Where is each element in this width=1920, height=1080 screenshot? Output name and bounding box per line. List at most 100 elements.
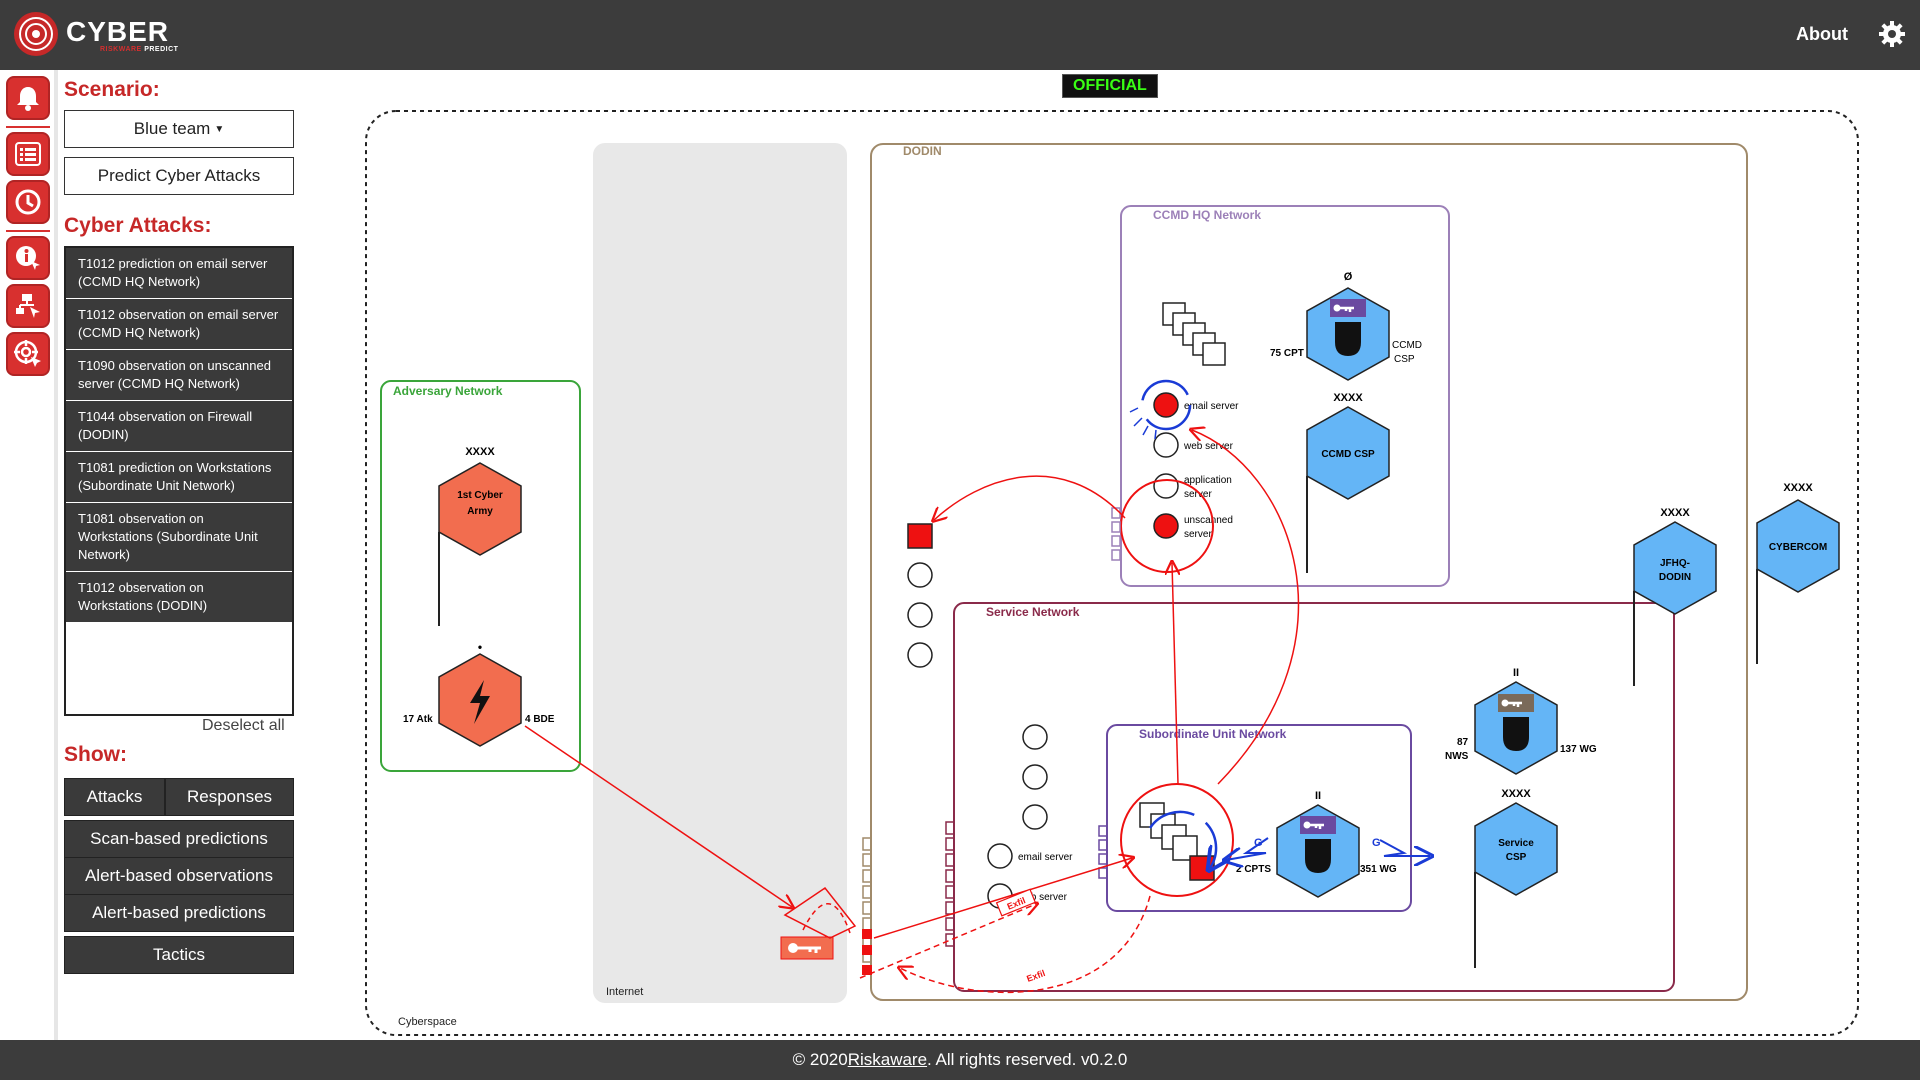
shield-icon: [1305, 839, 1331, 873]
adv-army-name-1: 1st Cyber: [457, 490, 503, 501]
attack-list-item[interactable]: T1012 prediction on email server (CCMD H…: [66, 248, 292, 299]
web-server-node[interactable]: [1153, 432, 1179, 458]
workstation-attack-ring: [1120, 783, 1234, 897]
jfhq-hexagon[interactable]: [1633, 521, 1717, 615]
adv-bde-echelon: •: [478, 640, 482, 654]
show-title: Show:: [64, 743, 127, 766]
ccmd-workstations[interactable]: [1162, 302, 1226, 366]
network-diagram[interactable]: Cyberspace Internet DODIN Adversary Netw…: [360, 108, 1860, 1038]
scenario-title: Scenario:: [64, 78, 160, 101]
key-icon: [1338, 306, 1354, 312]
application-server-label-1: application: [1184, 475, 1232, 486]
scenario-dropdown[interactable]: Blue team▼: [64, 110, 294, 148]
svc-web-server-label: web server: [1017, 892, 1068, 903]
info-button[interactable]: [6, 236, 50, 280]
cybercom-hexagon[interactable]: [1756, 499, 1840, 593]
list-button[interactable]: [6, 132, 50, 176]
show-responses-button[interactable]: Responses: [165, 778, 294, 816]
attack-list-item[interactable]: T1012 observation on email server (CCMD …: [66, 299, 292, 350]
company-link[interactable]: Riskaware: [847, 1050, 928, 1069]
exfil-arrow-ws: [900, 895, 1151, 994]
attack-arrow-ws-to-unscanned: [1172, 563, 1178, 785]
g-left-label: G: [1254, 837, 1263, 849]
gear-icon[interactable]: [1878, 20, 1906, 48]
network-button[interactable]: [6, 284, 50, 328]
dodin-server-node[interactable]: [907, 602, 933, 628]
tactics-button[interactable]: Tactics: [64, 936, 294, 974]
service-network-zone: [953, 602, 1675, 992]
exfil-arrow-service: [859, 904, 1036, 979]
adv-army-echelon: XXXX: [465, 446, 495, 458]
key-icon: [795, 946, 821, 953]
attack-list-item[interactable]: T1044 observation on Firewall (DODIN): [66, 401, 292, 452]
ccmd-hq-network-label: CCMD HQ Network: [1153, 208, 1261, 222]
ccmd-csp-hexagon[interactable]: [1306, 406, 1390, 500]
ccmd-cpt-echelon: Ø: [1344, 271, 1353, 283]
list-icon: [15, 142, 41, 166]
logo-shield-icon: [14, 12, 58, 56]
jfhq-name-1: JFHQ-: [1660, 558, 1690, 569]
info-pointer-icon: [16, 246, 40, 270]
key-icon: [1308, 823, 1324, 829]
g-left-bolt: [1226, 837, 1269, 860]
scan-predictions-button[interactable]: Scan-based predictions: [64, 820, 294, 858]
alerts-button[interactable]: [6, 76, 50, 120]
service-server-node[interactable]: [1022, 724, 1048, 750]
footer-suffix: . All rights reserved. v0.2.0: [927, 1050, 1128, 1069]
attack-list-item[interactable]: T1012 observation on Workstations (DODIN…: [66, 572, 292, 623]
sidebar-separator: [6, 230, 50, 232]
service-firewall[interactable]: [945, 821, 955, 947]
jfhq-echelon: XXXX: [1660, 507, 1690, 519]
alert-observations-button[interactable]: Alert-based observations: [64, 857, 294, 895]
ccmd-cpt-right-2: CSP: [1394, 354, 1415, 365]
subordinate-network-zone: [1106, 724, 1412, 912]
g-right-label: G: [1372, 837, 1381, 849]
service-server-node[interactable]: [1022, 764, 1048, 790]
sub-left: 2 CPTS: [1236, 864, 1271, 875]
service-server-node[interactable]: [1022, 804, 1048, 830]
attack-cone: [783, 886, 857, 939]
alert-predictions-button[interactable]: Alert-based predictions: [64, 894, 294, 932]
email-response-ring: [1140, 379, 1192, 431]
deselect-all-link[interactable]: Deselect all: [202, 717, 285, 734]
nws-left-1: 87: [1457, 737, 1469, 748]
attack-list-item[interactable]: T1081 observation on Workstations (Subor…: [66, 503, 292, 572]
adv-bde-left: 17 Atk: [403, 714, 433, 725]
unscanned-server-node[interactable]: [1153, 513, 1179, 539]
app-footer: © 2020 Riskaware. All rights reserved. v…: [0, 1040, 1920, 1080]
about-link[interactable]: About: [1796, 24, 1848, 44]
subordinate-firewall[interactable]: [1098, 825, 1108, 879]
attack-list-item[interactable]: T1090 observation on unscanned server (C…: [66, 350, 292, 401]
dodin-server-square[interactable]: [907, 523, 933, 549]
app-subtitle-brand: RISKWARE: [100, 46, 142, 53]
subordinate-workstations[interactable]: [1139, 802, 1215, 881]
history-button[interactable]: [6, 180, 50, 224]
jfhq-name-2: DODIN: [1659, 572, 1691, 583]
lightning-icon: [470, 680, 490, 724]
dodin-server-node[interactable]: [907, 562, 933, 588]
cybercom-echelon: XXXX: [1783, 482, 1813, 494]
internet-label: Internet: [606, 986, 643, 998]
dodin-firewall[interactable]: [862, 837, 872, 963]
nws-right: 137 WG: [1560, 744, 1597, 755]
g-right-bolt: [1379, 839, 1430, 856]
show-attacks-button[interactable]: Attacks: [64, 778, 165, 816]
target-button[interactable]: [6, 332, 50, 376]
email-server-node[interactable]: [1153, 392, 1179, 418]
icon-sidebar: [0, 70, 58, 1040]
dodin-label: DODIN: [903, 144, 942, 158]
application-server-node[interactable]: [1153, 473, 1179, 499]
svc-email-server-node[interactable]: [987, 843, 1013, 869]
classification-banner: OFFICIAL: [1062, 74, 1158, 98]
email-server-label: email server: [1184, 401, 1239, 412]
adv-army-hexagon[interactable]: [438, 462, 522, 556]
shield-icon: [1335, 322, 1361, 356]
ccmd-firewall[interactable]: [1111, 507, 1121, 561]
attack-cone-arc: [802, 903, 851, 934]
dodin-server-node[interactable]: [907, 642, 933, 668]
attack-list-item[interactable]: T1081 prediction on Workstations (Subord…: [66, 452, 292, 503]
web-server-label: web server: [1183, 441, 1234, 452]
predict-attacks-button[interactable]: Predict Cyber Attacks: [64, 157, 294, 195]
unscanned-server-label-1: unscanned: [1184, 515, 1233, 526]
svc-csp-hexagon[interactable]: [1474, 802, 1558, 896]
